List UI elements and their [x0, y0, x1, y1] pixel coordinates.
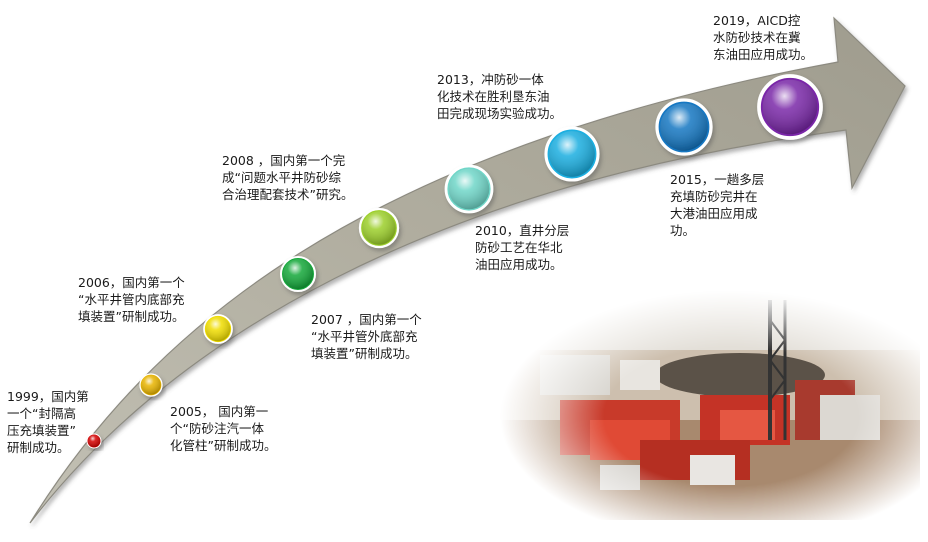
milestone-marker: [86, 433, 102, 449]
milestone-label: 2007 ，国内第一个 “水平井管外底部充 填装置”研制成功。: [311, 312, 422, 361]
oilfield-equipment-photo: [500, 290, 920, 520]
milestone-marker: [655, 98, 713, 156]
milestone-label: 1999，国内第 一个“封隔高 压充填装置” 研制成功。: [7, 389, 89, 455]
milestone-label: 2015，一趟多层 充填防砂完井在 大港油田应用成 功。: [670, 172, 765, 238]
milestone-marker: [203, 314, 233, 344]
milestone-label: 2005， 国内第一 个“防砂注汽一体 化管柱”研制成功。: [170, 404, 277, 453]
milestone-marker: [139, 373, 163, 397]
milestone-label: 2013，冲防砂一体 化技术在胜利垦东油 田完成现场实验成功。: [437, 72, 563, 121]
milestone-label: 2008 ，国内第一个完 成“问题水平井防砂综 合治理配套技术”研究。: [222, 153, 354, 202]
milestone-marker: [757, 74, 823, 140]
milestone-label: 2006，国内第一个 “水平井管内底部充 填装置”研制成功。: [78, 275, 185, 324]
milestone-label: 2019，AICD控 水防砂技术在冀 东油田应用成功。: [713, 13, 814, 62]
milestone-label: 2010，直井分层 防砂工艺在华北 油田应用成功。: [475, 223, 570, 272]
milestone-marker: [358, 207, 400, 249]
milestone-marker: [444, 164, 494, 214]
milestone-marker: [279, 255, 317, 293]
milestone-marker: [544, 126, 600, 182]
